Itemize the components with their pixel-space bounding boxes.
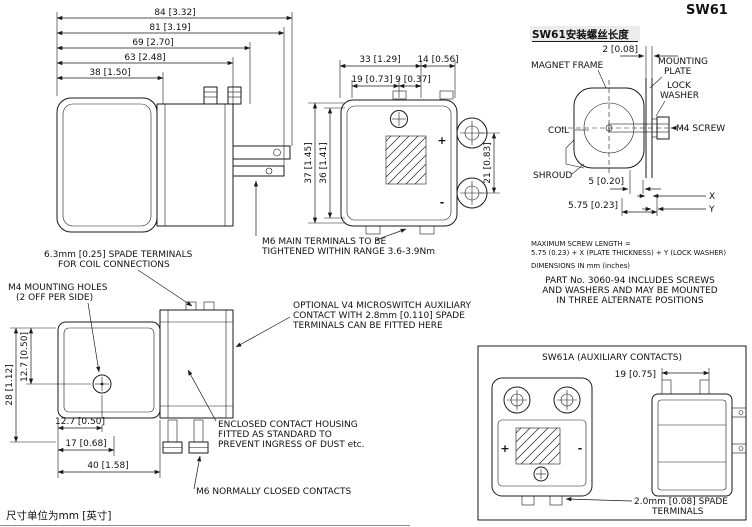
dim-5-75: 5.75 [0.23] xyxy=(568,201,618,211)
note-aux-spade-2: TERMINALS xyxy=(651,507,704,517)
dim-21: 21 [0.83] xyxy=(483,142,493,183)
note-enclosed-2: FITTED AS STANDARD TO xyxy=(218,430,332,440)
note-enclosed-3: PREVENT INGRESS OF DUST etc. xyxy=(218,440,364,450)
label-washer: WASHER xyxy=(660,91,699,101)
dim-81: 81 [3.19] xyxy=(149,23,190,33)
dim-2: 2 [0.08] xyxy=(602,45,638,55)
dim-28: 28 [1.12] xyxy=(5,364,15,405)
note-m4-holes-1: M4 MOUNTING HOLES xyxy=(8,283,108,293)
footer-note: 尺寸单位为mm [英寸] xyxy=(6,509,112,522)
sheet-header-footer: SW61 尺寸单位为mm [英寸] xyxy=(0,3,728,526)
note-part-1: PART No. 3060-94 INCLUDES SCREWS xyxy=(545,276,715,286)
front-view-dimensions: 33 [1.29] 14 [0.56] 19 [0.73] 9 [0.37] 3… xyxy=(304,55,500,224)
label-mounting: MOUNTING xyxy=(658,57,708,67)
side-view: 84 [3.32] 81 [3.19] 69 [2.70] 63 [2.48] … xyxy=(56,8,293,233)
side-view-body xyxy=(56,86,291,233)
heading-cn: SW61安装螺丝长度 xyxy=(532,28,629,41)
dim-9: 9 [0.37] xyxy=(395,75,431,85)
note-units: DIMENSIONS IN mm (inches) xyxy=(531,262,630,270)
aux-box-title: SW61A (AUXILIARY CONTACTS) xyxy=(542,353,682,363)
dim-33: 33 [1.29] xyxy=(359,55,400,65)
mounting-detail: SW61安装螺丝长度 2 [0.08] MAGNET FRAME MOUNTIN… xyxy=(530,26,726,306)
note-coil-spade-1: 6.3mm [0.25] SPADE TERMINALS xyxy=(44,250,193,260)
note-coil-spade-2: FOR COIL CONNECTIONS xyxy=(58,260,170,270)
dim-63: 63 [2.48] xyxy=(124,53,165,63)
label-m4-screw: M4 SCREW xyxy=(676,124,725,134)
label-lock: LOCK xyxy=(667,81,692,91)
label-coil: COIL xyxy=(548,126,569,136)
note-m6-main-2: TIGHTENED WITHIN RANGE 3.6-3.9Nm xyxy=(261,247,435,257)
top-view: 28 [1.12] 12.7 [0.50] 12.7 [0.50] 17 [0.… xyxy=(5,301,234,478)
minus-mark: - xyxy=(440,196,445,209)
dim-69: 69 [2.70] xyxy=(132,38,173,48)
dim-17: 17 [0.68] xyxy=(65,439,106,449)
plus-mark: + xyxy=(437,134,446,147)
note-part-2: AND WASHERS AND MAY BE MOUNTED xyxy=(542,286,718,296)
dim-5: 5 [0.20] xyxy=(588,177,624,187)
front-view: 33 [1.29] 14 [0.56] 19 [0.73] 9 [0.37] 3… xyxy=(304,55,500,235)
note-enclosed-1: ENCLOSED CONTACT HOUSING xyxy=(218,420,358,430)
label-shroud: SHROUD xyxy=(533,171,572,181)
note-m6-nc: M6 NORMALLY CLOSED CONTACTS xyxy=(196,487,351,497)
note-microswitch-2: CONTACT WITH 2.8mm [0.110] SPADE xyxy=(293,311,465,321)
heading-highlight xyxy=(530,26,640,41)
note-m4-holes-2: (2 OFF PER SIDE) xyxy=(16,293,93,303)
sheet-title: SW61 xyxy=(686,3,728,18)
note-microswitch-3: TERMINALS CAN BE FITTED HERE xyxy=(292,321,443,331)
dim-19-aux: 19 [0.75] xyxy=(615,370,656,380)
dim-84: 84 [3.32] xyxy=(154,8,195,18)
dim-37: 37 [1.45] xyxy=(304,142,314,183)
note-max-screw-2: 5.75 (0.23) + X (PLATE THICKNESS) + Y (L… xyxy=(531,249,726,257)
dim-14: 14 [0.56] xyxy=(417,55,458,65)
note-max-screw-1: MAXIMUM SCREW LENGTH = xyxy=(531,240,631,248)
aux-minus-mark: - xyxy=(578,442,583,455)
side-view-dimensions: 84 [3.32] 81 [3.19] 69 [2.70] 63 [2.48] … xyxy=(56,8,293,166)
front-view-body: + - xyxy=(340,90,488,235)
note-aux-spade-1: 2.0mm [0.08] SPADE xyxy=(634,497,728,507)
dim-12-7-vertical: 12.7 [0.50] xyxy=(20,332,30,382)
mounting-detail-drawing xyxy=(560,78,688,178)
top-view-body xyxy=(57,301,234,454)
note-part-3: IN THREE ALTERNATE POSITIONS xyxy=(556,296,703,306)
aux-plus-mark: + xyxy=(500,442,509,455)
aux-dimensions: 19 [0.75] xyxy=(615,368,710,380)
dim-12-7-horizontal: 12.7 [0.50] xyxy=(55,417,105,427)
aux-contacts-box: SW61A (AUXILIARY CONTACTS) + - xyxy=(477,345,747,521)
dim-19: 19 [0.73] xyxy=(351,75,392,85)
dim-40: 40 [1.58] xyxy=(87,461,128,471)
dim-x: X xyxy=(709,192,715,202)
aux-front-view: + - xyxy=(491,377,593,506)
callouts: M6 MAIN TERMINALS TO BE TIGHTENED WITHIN… xyxy=(8,180,472,497)
note-microswitch-1: OPTIONAL V4 MICROSWITCH AUXILIARY xyxy=(293,301,472,311)
dim-38: 38 [1.50] xyxy=(89,68,130,78)
top-view-dimensions: 28 [1.12] 12.7 [0.50] 12.7 [0.50] 17 [0.… xyxy=(5,327,161,478)
note-m6-main-1: M6 MAIN TERMINALS TO BE xyxy=(262,237,386,247)
dim-y: Y xyxy=(708,205,715,215)
label-plate: PLATE xyxy=(664,67,692,77)
aux-side-view xyxy=(651,379,747,497)
dim-36: 36 [1.41] xyxy=(319,142,329,183)
label-magnet-frame: MAGNET FRAME xyxy=(531,61,604,71)
